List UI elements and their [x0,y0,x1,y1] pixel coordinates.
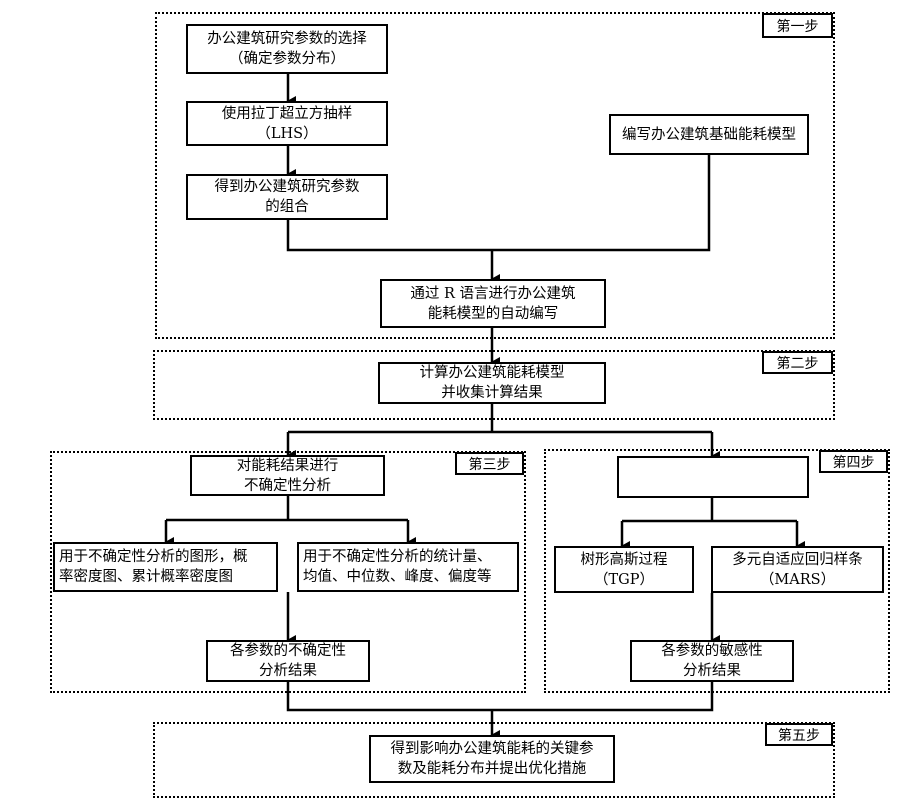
final-conclusion-box: 得到影响办公建筑能耗的关键参 数及能耗分布并提出优化措施 [369,735,615,783]
compute-results-line2: 并收集计算结果 [441,385,543,401]
param-combination-line1: 得到办公建筑研究参数 [214,179,360,195]
lhs-sampling-line2: （LHS） [256,125,318,142]
mars-line1: 多元自适应回归样条 [732,551,863,568]
lhs-sampling-box: 使用拉丁超立方抽样 （LHS） [186,101,388,146]
final-conclusion-line2: 数及能耗分布并提出优化措施 [397,761,587,777]
param-selection-line2: （确定参数分布） [229,51,345,67]
final-conclusion-line1: 得到影响办公建筑能耗的关键参 [390,741,594,757]
uncertainty-stats-box: 用于不确定性分析的统计量、 均值、中位数、峰度、偏度等 [297,542,519,592]
uncertainty-graphs-box: 用于不确定性分析的图形，概 率密度图、累计概率密度图 [53,542,278,592]
step5-region [153,722,835,798]
mars-line2: （MARS） [759,571,836,588]
param-selection-box: 办公建筑研究参数的选择 （确定参数分布） [186,24,388,74]
mars-box: 多元自适应回归样条 （MARS） [711,546,884,593]
uncertainty-graphs-line1: 用于不确定性分析的图形，概 [59,549,248,565]
step4-tag: 第四步 [819,450,888,473]
uncertainty-result-line2: 分析结果 [259,663,317,679]
sensitivity-result-line2: 分析结果 [683,663,741,679]
tgp-line2: （TGP） [593,571,654,588]
sensitivity-analysis-box [617,456,809,498]
tgp-box: 树形高斯过程 （TGP） [554,546,694,593]
param-selection-line1: 办公建筑研究参数的选择 [207,31,367,47]
r-auto-model-box: 通过 R 语言进行办公建筑 能耗模型的自动编写 [380,279,606,328]
step3-tag: 第三步 [455,452,524,475]
step2-tag: 第二步 [762,351,833,374]
param-combination-line2: 的组合 [265,199,309,215]
uncertainty-graphs-line2: 率密度图、累计概率密度图 [59,569,233,585]
sensitivity-result-line1: 各参数的敏感性 [661,643,763,659]
param-combination-box: 得到办公建筑研究参数 的组合 [186,174,388,220]
uncertainty-stats-line1: 用于不确定性分析的统计量、 [303,549,492,565]
r-auto-model-line1: 通过 R 语言进行办公建筑 [410,285,576,302]
compute-results-line1: 计算办公建筑能耗模型 [419,365,565,381]
uncertainty-result-box: 各参数的不确定性 分析结果 [206,640,370,682]
compute-results-box: 计算办公建筑能耗模型 并收集计算结果 [378,362,606,404]
step5-tag: 第五步 [765,723,833,746]
sensitivity-result-box: 各参数的敏感性 分析结果 [630,640,794,682]
lhs-sampling-line1: 使用拉丁超立方抽样 [221,105,353,122]
step4-region [544,449,890,693]
step2-region [153,350,835,420]
r-auto-model-line2: 能耗模型的自动编写 [427,305,559,322]
base-energy-model-box: 编写办公建筑基础能耗模型 [609,114,809,155]
step1-region [155,12,835,339]
uncertainty-result-line1: 各参数的不确定性 [230,643,346,659]
uncertainty-stats-line2: 均值、中位数、峰度、偏度等 [303,569,492,585]
uncertainty-analysis-box: 对能耗结果进行 不确定性分析 [190,455,385,496]
tgp-line1: 树形高斯过程 [580,551,668,568]
uncertainty-analysis-line1: 对能耗结果进行 [236,457,339,474]
step1-tag: 第一步 [762,13,833,38]
base-energy-model-line1: 编写办公建筑基础能耗模型 [622,126,796,143]
uncertainty-analysis-line2: 不确定性分析 [244,477,331,494]
